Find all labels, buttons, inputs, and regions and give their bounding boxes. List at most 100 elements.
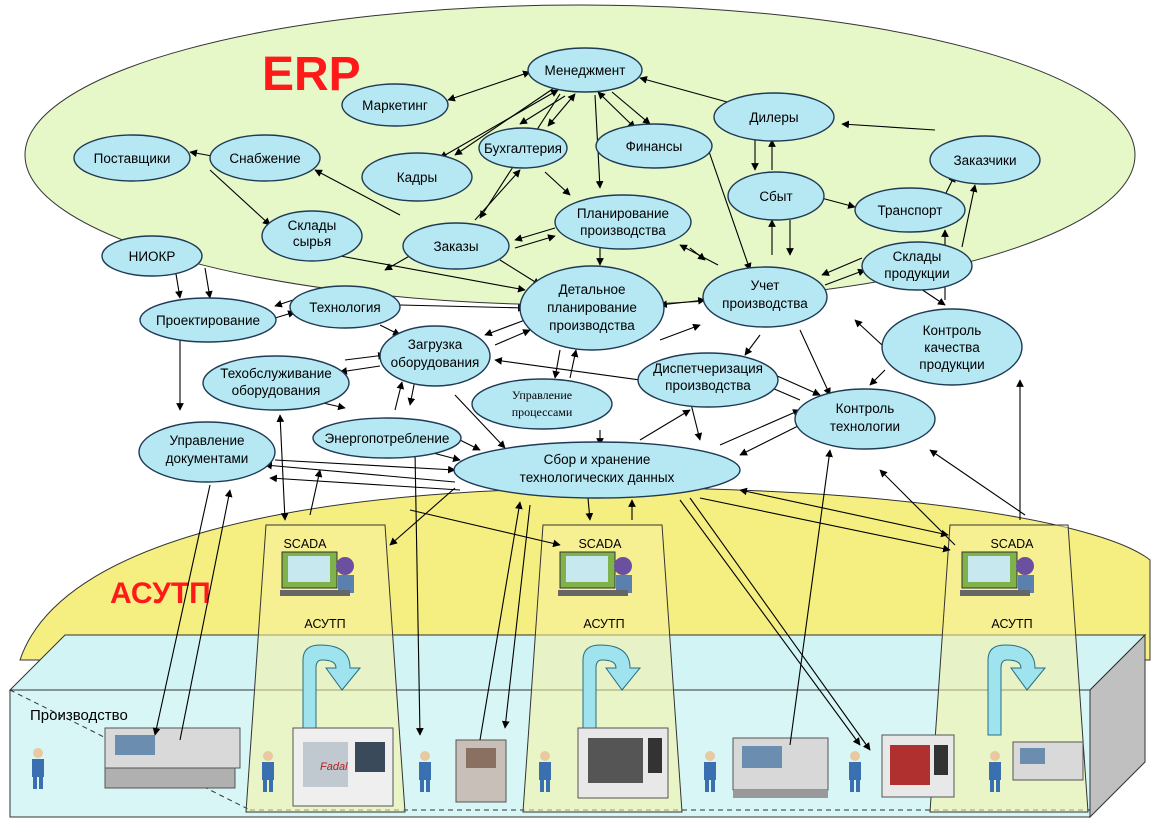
svg-text:Финансы: Финансы [626,139,683,154]
svg-text:Управление: Управление [169,433,244,448]
worker-icon [419,751,431,792]
scada-computer-icon [280,551,354,596]
svg-text:Бухгалтерия: Бухгалтерия [484,141,562,156]
node-marketing: Маркетинг [341,83,449,127]
svg-text:Склады: Склады [893,249,942,264]
scada-label: SCADA [283,537,327,551]
edges [152,70,1026,751]
svg-text:технологии: технологии [830,419,900,434]
svg-text:качества: качества [924,340,980,355]
svg-text:Заказы: Заказы [433,239,478,254]
svg-text:Загрузка: Загрузка [408,337,463,352]
svg-text:производства: производства [722,296,808,311]
scada-block-3: SCADA АСУТП [960,537,1034,631]
asutp-block-label: АСУТП [304,617,345,631]
node-technology: Технология [289,285,401,329]
scada-block-1: SCADA АСУТП [280,537,354,631]
asutp-label: АСУТП [110,577,211,610]
svg-text:Управление: Управление [512,388,572,402]
node-management: Менеджмент [527,47,643,93]
node-rnd: НИОКР [101,235,203,277]
node-production-accounting: Учет производства [702,266,828,328]
scada-block-2: SCADA АСУТП [558,537,632,631]
lathe-machine-icon [104,727,241,789]
node-tech-control: Контроль технологии [794,388,936,450]
svg-text:Сбыт: Сбыт [759,189,792,204]
svg-text:оборудования: оборудования [391,355,480,370]
node-doc-management: Управление документами [138,421,276,483]
node-accounting: Бухгалтерия [478,127,568,169]
milling-machine-icon: Fadal [292,727,394,807]
machining-center-icon [577,727,669,799]
node-raw-warehouse: Склады сырья [261,210,363,262]
node-orders: Заказы [402,222,510,270]
node-design: Проектирование [139,297,277,343]
node-hr: Кадры [361,152,473,202]
node-quality-control: Контроль качества продукции [881,308,1023,386]
asutp-block-label: АСУТП [583,617,624,631]
loop-arrow-icon [987,644,1047,736]
worker-icon [32,748,44,789]
node-energy: Энергопотребление [312,417,462,459]
svg-text:Планирование: Планирование [577,206,669,221]
svg-text:сырья: сырья [293,234,331,249]
svg-text:Диспетчеризация: Диспетчеризация [653,361,763,376]
worker-icon [849,751,861,792]
scada-column-3 [929,524,1089,813]
svg-text:Сбор и хранение: Сбор и хранение [544,452,651,467]
cnc-lathe-icon [732,737,829,798]
scada-computer-icon [960,551,1034,596]
vertical-mill-icon [881,734,955,798]
small-lathe-icon [1012,741,1084,781]
worker-icon [262,751,274,792]
scada-computer-icon [558,551,632,596]
node-customers: Заказчики [929,135,1041,185]
svg-text:производства: производства [549,318,635,333]
node-data-collection: Сбор и хранение технологических данных [453,441,741,499]
node-detailed-planning: Детальное планирование производства [519,265,665,351]
svg-text:документами: документами [166,451,249,466]
svg-text:продукции: продукции [919,357,984,372]
node-sales: Сбыт [727,171,825,221]
worker-icon [539,751,551,792]
svg-text:Транспорт: Транспорт [878,203,943,218]
svg-text:Менеджмент: Менеджмент [545,63,626,78]
scada-label: SCADA [990,537,1034,551]
svg-text:НИОКР: НИОКР [129,249,176,264]
svg-text:Заказчики: Заказчики [954,153,1017,168]
scada-label: SCADA [578,537,622,551]
svg-text:Маркетинг: Маркетинг [362,98,428,113]
node-suppliers: Поставщики [73,134,191,182]
svg-text:Контроль: Контроль [836,401,895,416]
svg-text:Детальное: Детальное [558,282,625,297]
loop-arrow-icon [302,644,362,736]
node-supply: Снабжение [209,134,321,182]
worker-icon [704,751,716,792]
svg-text:Учет: Учет [751,278,780,293]
production-label: Производство [30,707,128,724]
svg-text:планирование: планирование [547,300,637,315]
svg-text:продукции: продукции [884,266,949,281]
node-transport: Транспорт [854,187,966,233]
svg-text:оборудования: оборудования [232,383,321,398]
svg-text:Склады: Склады [288,218,337,233]
svg-text:производства: производства [665,378,751,393]
svg-text:производства: производства [580,223,666,238]
worker-icon [989,751,1001,792]
node-product-warehouse: Склады продукции [861,241,973,291]
node-equipment-loading: Загрузка оборудования [379,325,491,387]
node-process-control: Управление процессами [471,378,613,430]
svg-text:Кадры: Кадры [397,170,437,185]
svg-text:Энергопотребление: Энергопотребление [325,431,450,446]
asutp-block-label: АСУТП [991,617,1032,631]
loop-arrow-icon [582,644,642,736]
svg-text:Снабжение: Снабжение [229,151,300,166]
node-finance: Финансы [595,123,713,169]
svg-text:Технология: Технология [309,300,380,315]
cmm-machine-icon [455,739,507,803]
erp-label: ERP [262,48,361,101]
svg-text:Контроль: Контроль [923,323,982,338]
node-maintenance: Техобслуживание оборудования [202,355,350,411]
svg-text:технологических данных: технологических данных [520,470,675,485]
